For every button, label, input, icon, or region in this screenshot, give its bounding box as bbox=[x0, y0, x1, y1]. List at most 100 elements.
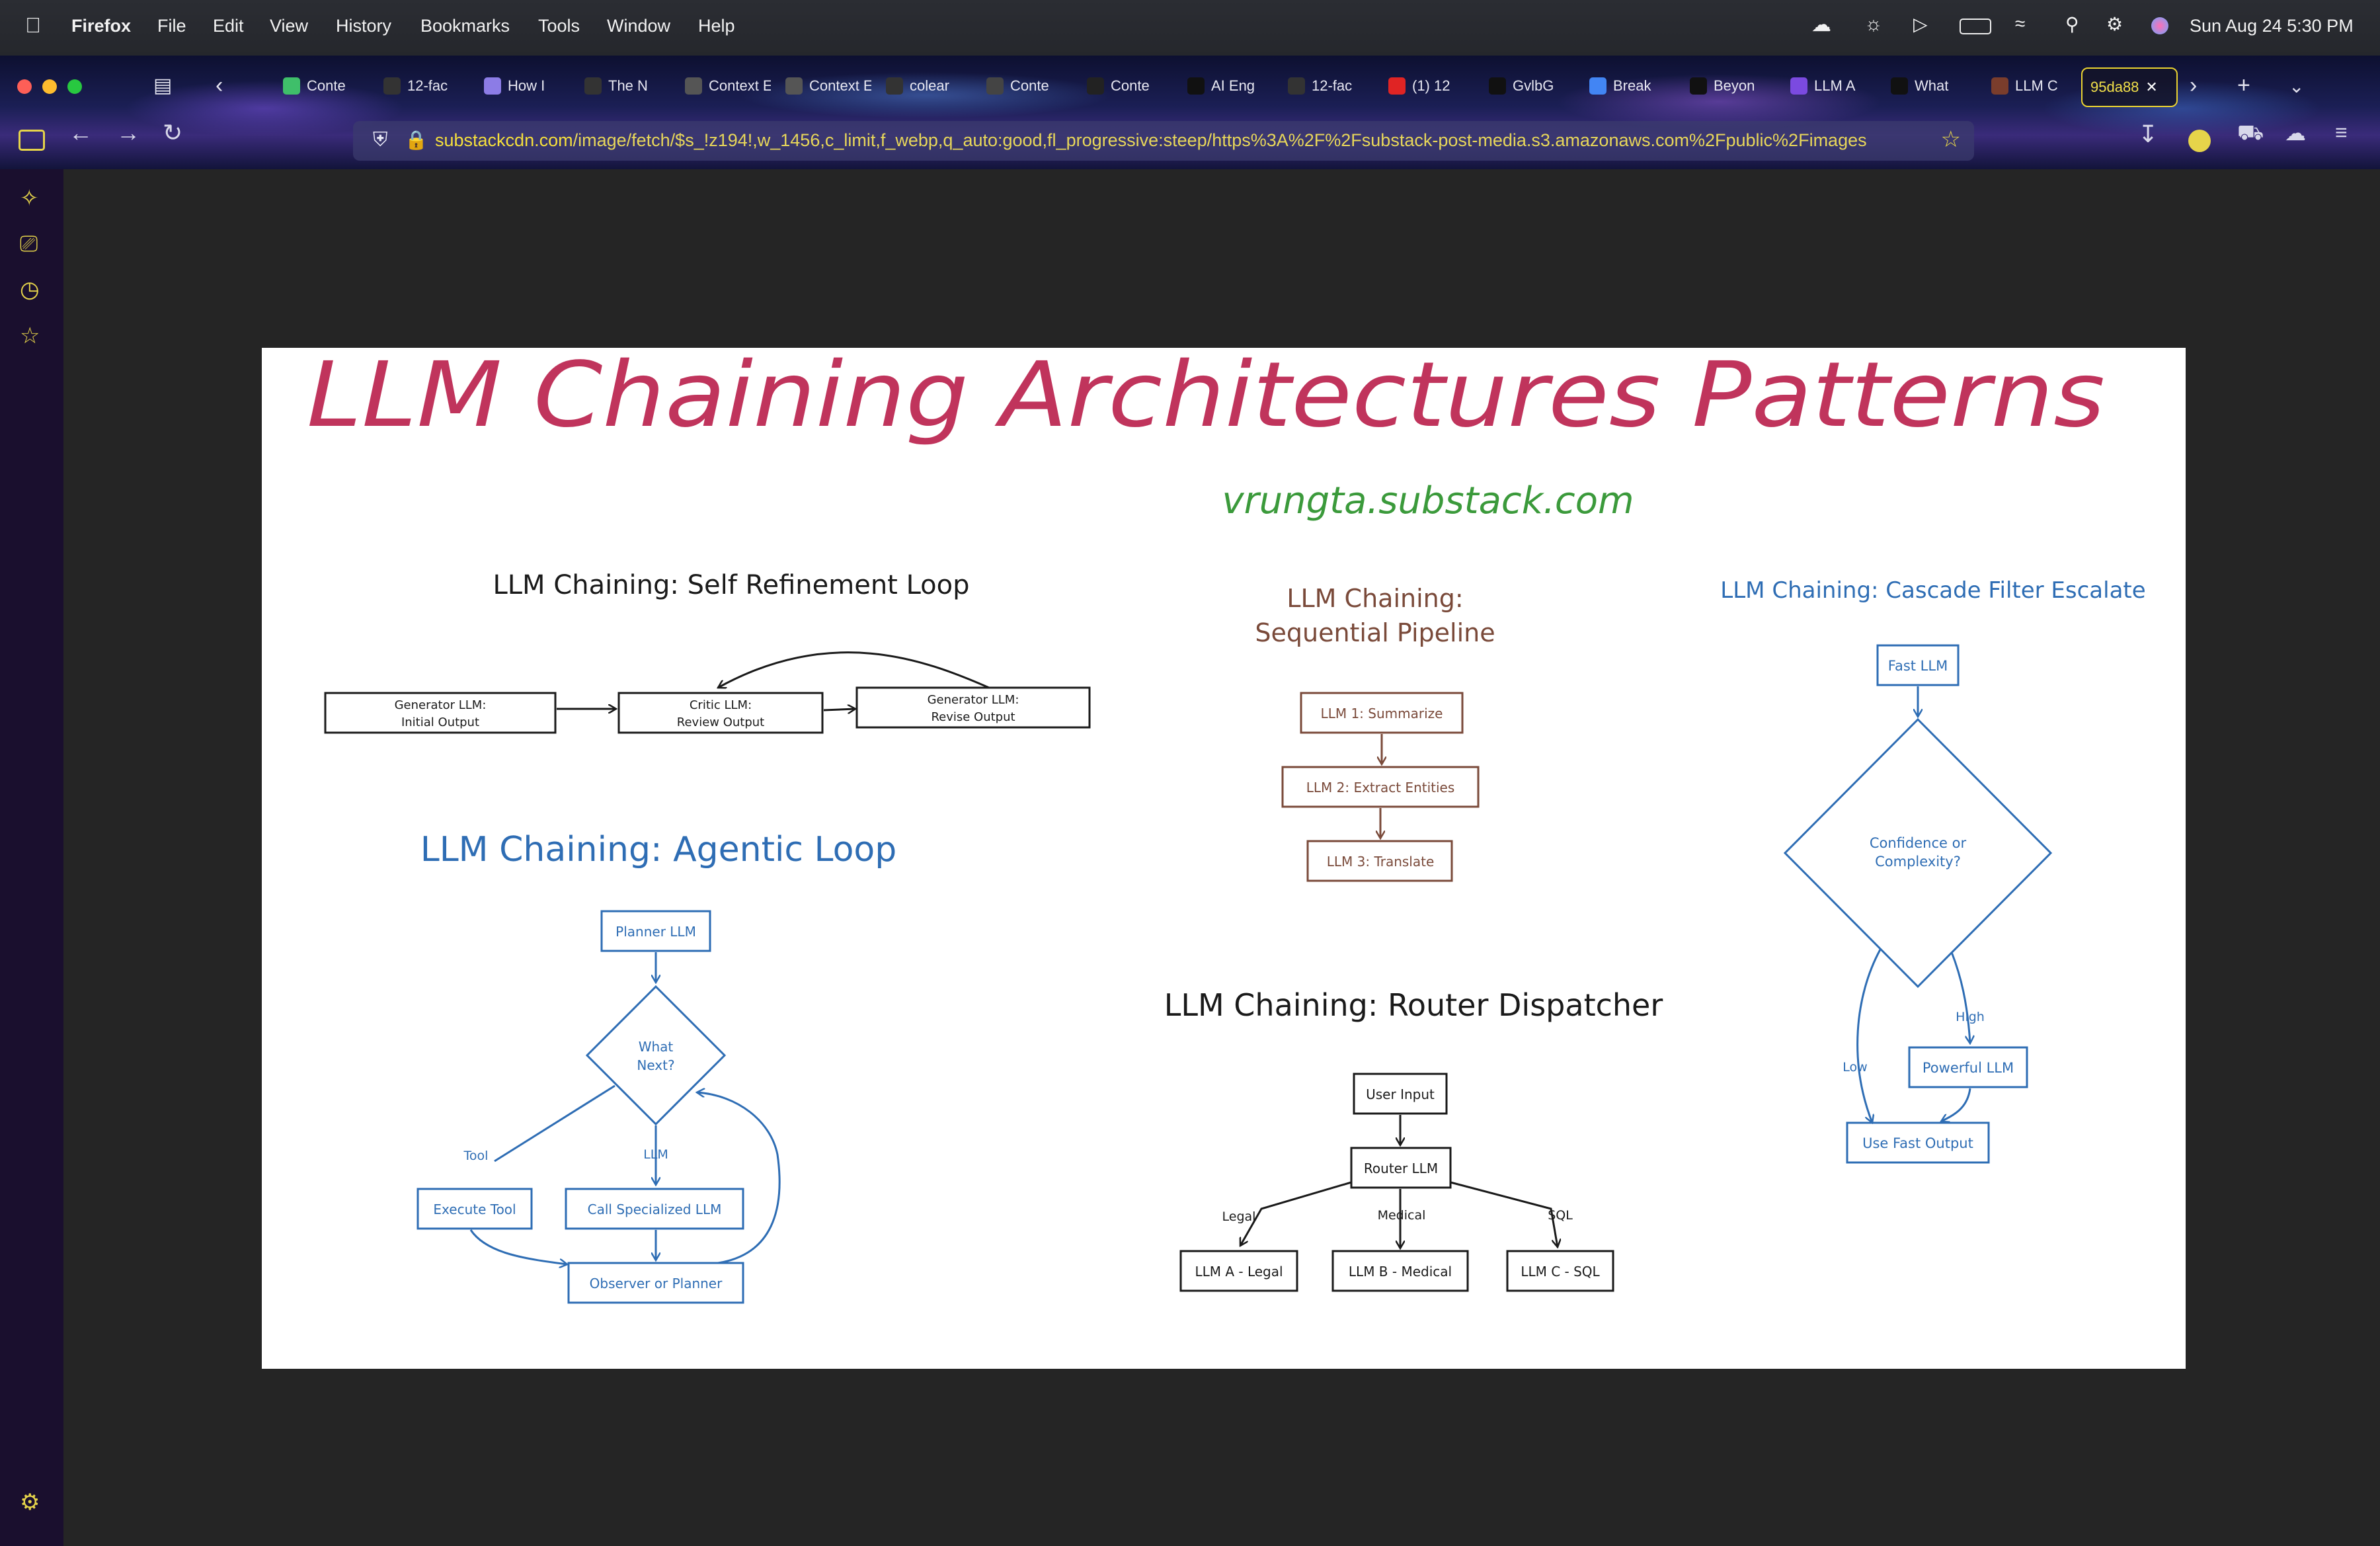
account-cloud-icon[interactable]: ☁ bbox=[2285, 121, 2306, 145]
downloads-icon[interactable]: ↧ bbox=[2138, 120, 2159, 147]
tab-14[interactable]: Beyon bbox=[1690, 67, 1776, 104]
cascade-high-label: High bbox=[1956, 1010, 1985, 1024]
siri-icon[interactable] bbox=[2151, 17, 2168, 34]
arrow-critic-to-revise bbox=[823, 709, 855, 710]
tab-8[interactable]: Conte bbox=[1087, 67, 1173, 104]
apple-icon[interactable]:  bbox=[25, 13, 41, 38]
powerful-llm-label: Powerful LLM bbox=[1923, 1060, 2014, 1076]
sequential-heading-line1: LLM Chaining: bbox=[1287, 584, 1463, 613]
tool-edge-label: Tool bbox=[463, 1149, 489, 1163]
agentic-loop-diagram: LLM Chaining: Agentic Loop Planner LLM W… bbox=[416, 830, 896, 1304]
call-specialized-label: Call Specialized LLM bbox=[588, 1201, 722, 1217]
call-specialized-box bbox=[565, 1188, 744, 1230]
router-branch-legal bbox=[1240, 1181, 1352, 1246]
planet-icon[interactable]: ☼ bbox=[1864, 13, 1883, 35]
critic-line2: Review Output bbox=[677, 715, 764, 729]
tab-0[interactable]: Conte bbox=[283, 67, 369, 104]
list-all-tabs-icon[interactable]: ⌄ bbox=[2289, 76, 2305, 97]
back-icon[interactable]: ← bbox=[69, 119, 93, 146]
forward-icon[interactable]: → bbox=[116, 119, 140, 146]
scroll-tabs-right-icon[interactable]: › bbox=[2190, 73, 2198, 98]
close-tab-icon[interactable]: ✕ bbox=[2145, 79, 2158, 95]
generator-revise-line1: Generator LLM: bbox=[928, 693, 1019, 707]
tab-11[interactable]: (1) 12 bbox=[1388, 67, 1474, 104]
tab-10[interactable]: 12-fac bbox=[1288, 67, 1374, 104]
tab-active[interactable]: 95da88 ✕ bbox=[2081, 67, 2178, 107]
scroll-tabs-left-icon[interactable]: ‹ bbox=[216, 73, 223, 98]
tab-5[interactable]: Context Er bbox=[785, 67, 871, 104]
doc-icon bbox=[1991, 77, 2008, 95]
menubar-clock[interactable]: Sun Aug 24 5:30 PM bbox=[2190, 16, 2354, 36]
tab-2[interactable]: How I bbox=[484, 67, 570, 104]
generator-initial-line1: Generator LLM: bbox=[395, 698, 487, 712]
menu-history[interactable]: History bbox=[336, 16, 392, 36]
tab-13[interactable]: Break bbox=[1589, 67, 1675, 104]
user-input-box bbox=[1353, 1073, 1448, 1115]
url-bar[interactable]: ⛨ 🔒 substackcdn.com/image/fetch/$s_!z194… bbox=[353, 121, 1974, 161]
search-icon[interactable]: ⚲ bbox=[2065, 14, 2079, 34]
tab-9[interactable]: AI Eng bbox=[1187, 67, 1273, 104]
tab-label: Conte bbox=[1111, 77, 1150, 94]
generator-initial-line2: Initial Output bbox=[401, 715, 479, 729]
cascade-low-label: Low bbox=[1843, 1060, 1867, 1075]
observer-label: Observer or Planner bbox=[590, 1276, 723, 1291]
router-medical-label: Medical bbox=[1378, 1208, 1426, 1223]
tab-1[interactable]: 12-fac bbox=[383, 67, 469, 104]
play-icon[interactable]: ▷ bbox=[1913, 14, 1928, 34]
weather-icon[interactable]: ☁ bbox=[1811, 14, 1831, 36]
close-window-button[interactable] bbox=[17, 79, 32, 94]
tab-3[interactable]: The N bbox=[584, 67, 670, 104]
menu-bookmarks[interactable]: Bookmarks bbox=[420, 16, 510, 36]
browser-sidebar: ✧ ⎚ ◷ ☆ ⚙ bbox=[0, 169, 63, 1546]
bookmarks-icon[interactable]: ☆ bbox=[20, 323, 40, 348]
tab-12[interactable]: GvlbG bbox=[1489, 67, 1575, 104]
control-center-icon[interactable]: ⚙ bbox=[2106, 14, 2123, 34]
wifi-icon[interactable]: ≈ bbox=[2015, 13, 2026, 34]
tab-label: 12-fac bbox=[407, 77, 448, 94]
tab-label: What bbox=[1915, 77, 1949, 94]
llm-b-medical-label: LLM B - Medical bbox=[1349, 1264, 1452, 1280]
tab-17[interactable]: LLM C bbox=[1991, 67, 2077, 104]
tab-4[interactable]: Context Er bbox=[685, 67, 771, 104]
shield-icon[interactable]: ⛨ bbox=[373, 129, 388, 151]
lock-icon[interactable]: 🔒 bbox=[405, 130, 428, 150]
tab-label: (1) 12 bbox=[1412, 77, 1450, 94]
tab-7[interactable]: Conte bbox=[986, 67, 1072, 104]
synced-tabs-icon[interactable]: ⎚ bbox=[20, 231, 38, 257]
extensions-icon[interactable]: ⛟ bbox=[2237, 120, 2264, 144]
menu-view[interactable]: View bbox=[270, 16, 309, 36]
url-host: substackcdn.com bbox=[435, 130, 573, 150]
tab-label: Conte bbox=[307, 77, 346, 94]
history-icon[interactable]: ◷ bbox=[20, 277, 40, 302]
minimize-window-button[interactable] bbox=[42, 79, 57, 94]
agentic-decision-diamond bbox=[585, 985, 727, 1126]
menu-help[interactable]: Help bbox=[698, 16, 735, 36]
arrow-decision-high bbox=[1950, 952, 1970, 1043]
zoom-window-button[interactable] bbox=[67, 79, 82, 94]
menu-app-name[interactable]: Firefox bbox=[71, 16, 132, 36]
sidebar-toggle-icon[interactable] bbox=[19, 130, 45, 151]
menu-tools[interactable]: Tools bbox=[538, 16, 580, 36]
menu-file[interactable]: File bbox=[157, 16, 186, 36]
llm-a-legal-box bbox=[1179, 1250, 1298, 1292]
profile-avatar[interactable] bbox=[2188, 130, 2211, 152]
tab-16[interactable]: What bbox=[1891, 67, 1977, 104]
ai-chatbot-icon[interactable]: ✧ bbox=[20, 186, 39, 211]
menu-window[interactable]: Window bbox=[607, 16, 671, 36]
customize-sidebar-icon[interactable]: ⚙ bbox=[20, 1490, 40, 1515]
new-tab-icon[interactable]: + bbox=[2237, 73, 2250, 98]
arrow-decision-tool bbox=[494, 1084, 615, 1162]
url-text[interactable]: substackcdn.com/image/fetch/$s_!z194!,w_… bbox=[435, 130, 1876, 151]
reload-icon[interactable]: ↻ bbox=[163, 119, 183, 146]
tab-overview-icon[interactable]: ▤ bbox=[153, 75, 173, 97]
sequential-pipeline-diagram: LLM Chaining: Sequential Pipeline LLM 1:… bbox=[1255, 584, 1495, 882]
tab-6[interactable]: colear bbox=[886, 67, 972, 104]
fast-llm-label: Fast LLM bbox=[1888, 658, 1948, 674]
menu-edit[interactable]: Edit bbox=[213, 16, 244, 36]
tab-15[interactable]: LLM A bbox=[1790, 67, 1876, 104]
medium-icon bbox=[1891, 77, 1908, 95]
battery-icon[interactable] bbox=[1960, 19, 1991, 34]
app-menu-icon[interactable]: ≡ bbox=[2335, 120, 2348, 144]
bookmark-star-icon[interactable]: ☆ bbox=[1940, 127, 1961, 152]
tab-label: GvlbG bbox=[1513, 77, 1554, 94]
